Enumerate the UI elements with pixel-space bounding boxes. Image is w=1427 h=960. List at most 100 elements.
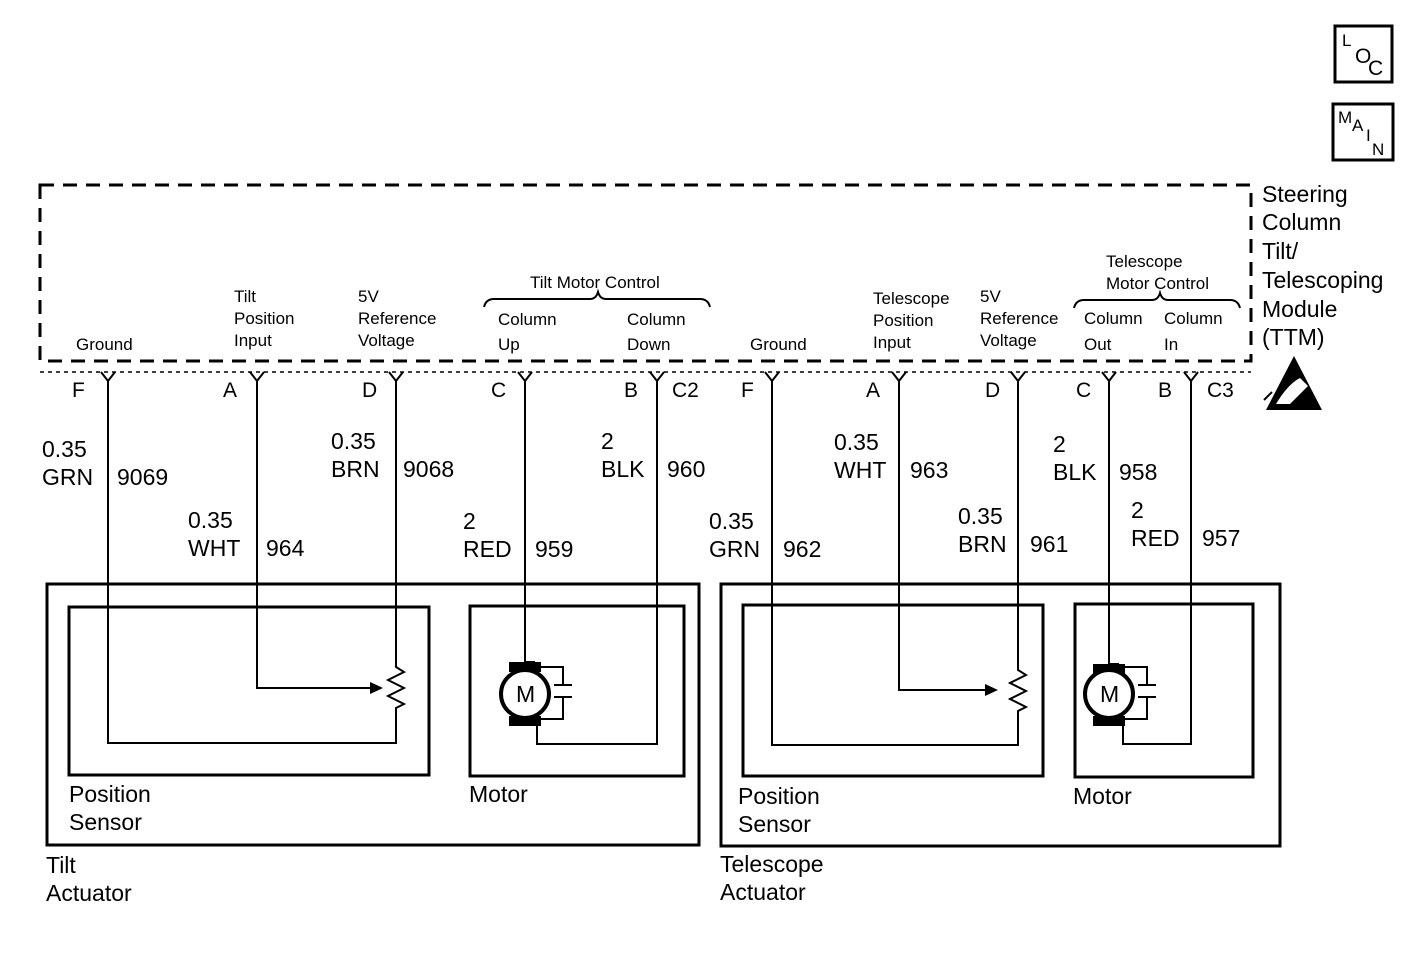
module-outline: [38, 183, 1253, 363]
telescope-terminal-c: C: [1076, 379, 1091, 402]
svg-text:964: 964: [266, 535, 305, 561]
telescope-connector-id: C3: [1207, 379, 1234, 402]
svg-text:Reference: Reference: [980, 309, 1058, 328]
tilt-actuator-label: Tilt Actuator: [46, 852, 132, 906]
telescope-wire-962-label: 0.35 GRN 962: [709, 508, 821, 562]
telescope-wire-961-label: 0.35 BRN 961: [958, 503, 1068, 557]
svg-text:Column: Column: [1084, 309, 1143, 328]
svg-text:Position: Position: [234, 309, 294, 328]
svg-text:Column: Column: [1164, 309, 1223, 328]
tilt-motor-box: [468, 604, 686, 778]
svg-text:Tilt: Tilt: [234, 287, 256, 306]
svg-text:963: 963: [910, 457, 948, 483]
svg-text:RED: RED: [463, 536, 512, 562]
svg-text:Column: Column: [1262, 209, 1341, 235]
svg-text:GRN: GRN: [709, 536, 760, 562]
tilt-motor-icon: [499, 662, 572, 726]
svg-text:0.35: 0.35: [331, 428, 376, 454]
telescope-column-out-label: Column Out: [1084, 309, 1143, 354]
svg-text:Position: Position: [873, 311, 933, 330]
tilt-connector-pins: [100, 371, 665, 383]
svg-text:Tilt: Tilt: [46, 852, 76, 878]
svg-text:Column: Column: [627, 310, 686, 329]
tilt-terminal-d: D: [362, 379, 377, 402]
svg-text:BRN: BRN: [331, 456, 380, 482]
svg-text:BRN: BRN: [958, 531, 1007, 557]
svg-text:GRN: GRN: [42, 464, 93, 490]
tilt-wire-964-label: 0.35 WHT 964: [188, 507, 305, 561]
telescope-motor-label: Motor: [1073, 783, 1132, 809]
main-icon[interactable]: M A I N: [1331, 102, 1395, 162]
tilt-wires: [107, 381, 658, 745]
svg-text:2: 2: [1131, 497, 1144, 523]
tilt-column-down-label: Column Down: [627, 310, 686, 354]
tilt-terminal-c: C: [491, 379, 506, 402]
module-name: Steering Column Tilt/ Telescoping Module…: [1262, 181, 1383, 350]
telescope-terminal-f: F: [741, 379, 754, 402]
svg-text:0.35: 0.35: [958, 503, 1003, 529]
svg-text:2: 2: [463, 508, 476, 534]
tilt-terminal-a: A: [223, 379, 237, 402]
svg-text:Sensor: Sensor: [69, 809, 142, 835]
svg-text:Sensor: Sensor: [738, 811, 811, 837]
svg-text:0.35: 0.35: [709, 508, 754, 534]
telescope-actuator-box: [719, 582, 1282, 848]
tilt-motor-control-bracket: [483, 288, 711, 308]
svg-text:Telescope: Telescope: [720, 851, 824, 877]
tilt-terminal-b: B: [624, 379, 638, 402]
svg-text:I: I: [1366, 126, 1371, 145]
tilt-position-input-label: Tilt Position Input: [234, 287, 294, 350]
svg-text:Out: Out: [1084, 335, 1112, 354]
svg-text:9069: 9069: [117, 464, 168, 490]
tilt-actuator-box: [45, 582, 701, 847]
telescope-potentiometer: [1007, 664, 1029, 714]
svg-text:BLK: BLK: [601, 456, 645, 482]
svg-text:N: N: [1372, 140, 1384, 159]
telescope-motor-box: [1073, 602, 1255, 779]
telescope-motor-control-label: Telescope Motor Control: [1106, 252, 1209, 293]
tilt-wire-959-label: 2 RED 959: [463, 508, 573, 562]
svg-text:Actuator: Actuator: [720, 879, 806, 905]
telescope-reference-voltage-label: 5V Reference Voltage: [980, 287, 1058, 350]
svg-text:WHT: WHT: [188, 535, 240, 561]
tilt-position-sensor-box: [67, 605, 431, 777]
svg-text:BLK: BLK: [1053, 459, 1097, 485]
telescope-wire-963-label: 0.35 WHT 963: [834, 429, 948, 483]
telescope-column-in-label: Column In: [1164, 309, 1223, 354]
svg-text:Input: Input: [873, 333, 911, 352]
telescope-wire-957-label: 2 RED 957: [1131, 497, 1240, 551]
tilt-motor-symbol: M: [516, 681, 535, 707]
svg-text:962: 962: [783, 536, 821, 562]
tilt-column-up-label: Column Up: [498, 310, 557, 354]
tilt-wiper-arrow: [370, 682, 383, 694]
svg-text:Voltage: Voltage: [358, 331, 415, 350]
telescope-ground-label: Ground: [750, 335, 807, 354]
telescope-motor-icon: [1083, 664, 1156, 726]
svg-text:5V: 5V: [980, 287, 1001, 306]
svg-text:M: M: [1338, 108, 1352, 127]
svg-text:0.35: 0.35: [42, 436, 87, 462]
svg-text:RED: RED: [1131, 525, 1180, 551]
telescope-wire-958-label: 2 BLK 958: [1053, 431, 1157, 485]
svg-text:Telescope: Telescope: [873, 289, 950, 308]
svg-text:961: 961: [1030, 531, 1068, 557]
svg-text:Tilt/: Tilt/: [1262, 238, 1299, 264]
svg-text:960: 960: [667, 456, 705, 482]
svg-text:Module: Module: [1262, 296, 1337, 322]
svg-text:Reference: Reference: [358, 309, 436, 328]
telescope-motor-symbol: M: [1100, 681, 1119, 707]
loc-icon[interactable]: L O C: [1333, 24, 1394, 84]
svg-text:Position: Position: [738, 783, 820, 809]
tilt-wire-9068-label: 0.35 BRN 9068: [331, 428, 454, 482]
tilt-wire-9069-label: 0.35 GRN 9069: [42, 436, 168, 490]
svg-text:Steering: Steering: [1262, 181, 1348, 207]
svg-text:L: L: [1342, 31, 1351, 50]
svg-text:Motor Control: Motor Control: [1106, 274, 1209, 293]
svg-text:0.35: 0.35: [834, 429, 879, 455]
svg-text:0.35: 0.35: [188, 507, 233, 533]
telescope-terminal-b: B: [1158, 379, 1172, 402]
tilt-ground-label: Ground: [76, 335, 133, 354]
svg-text:(TTM): (TTM): [1262, 324, 1325, 350]
svg-text:958: 958: [1119, 459, 1157, 485]
